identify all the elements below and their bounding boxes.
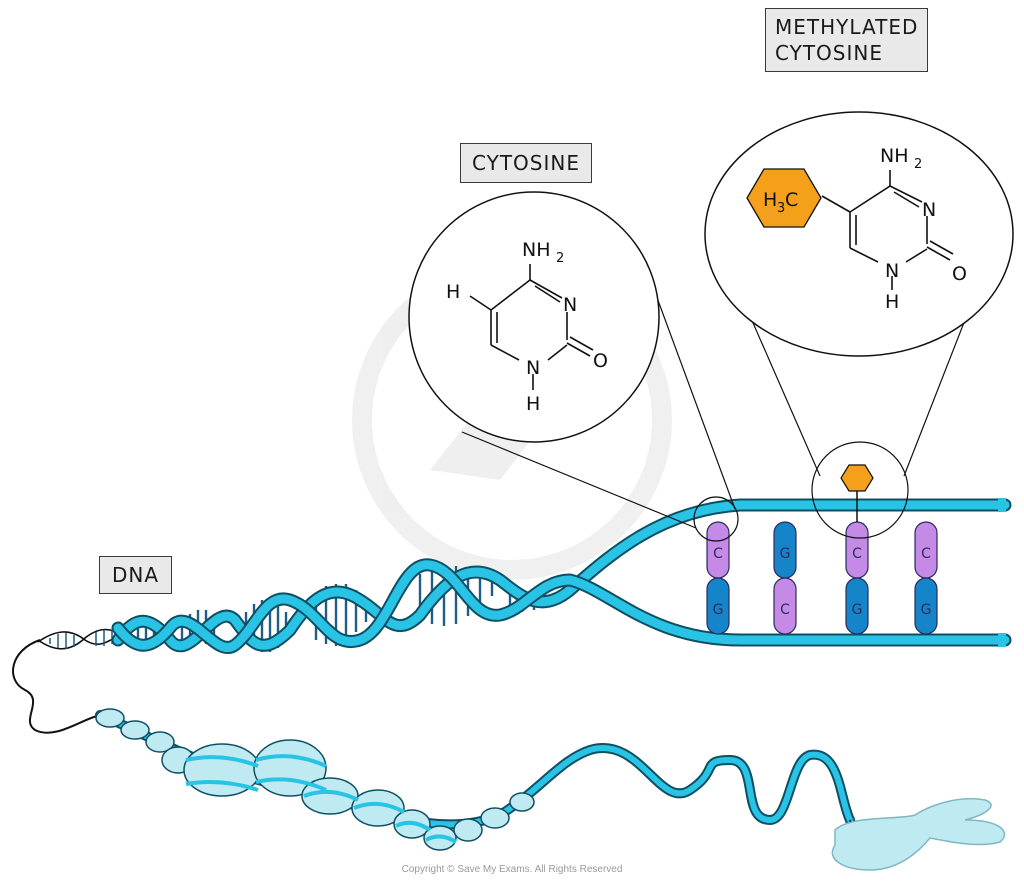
base-pairs: C G G C C G C G	[706, 521, 938, 635]
cytosine-nh2-sub: 2	[556, 251, 564, 266]
cytosine-h-bottom: H	[526, 393, 540, 415]
cytosine-molecule: NH 2 N O N H H	[408, 191, 660, 443]
methyl-h: H	[763, 189, 777, 211]
base-pair-3: C G	[845, 521, 869, 635]
methyl-c: C	[785, 189, 798, 211]
methylated-nh2-sub: 2	[914, 157, 922, 172]
methyl-h-sub: 3	[777, 201, 785, 216]
methylated-oxygen: O	[952, 263, 967, 285]
nucleosome-wraps	[185, 754, 458, 844]
cytosine-oxygen: O	[593, 350, 608, 372]
base-label: C	[921, 546, 931, 562]
base-label: C	[713, 546, 723, 562]
base-label: G	[780, 546, 791, 562]
methylated-cytosine-label: METHYLATED CYTOSINE	[765, 8, 929, 72]
methylated-nh: N	[885, 260, 899, 282]
chromatin-fiber	[12, 639, 891, 865]
base-label: C	[780, 602, 790, 618]
cytosine-label: CYTOSINE	[460, 143, 592, 183]
base-label: G	[921, 602, 932, 618]
methylated-ring-n: N	[922, 199, 936, 221]
cytosine-nh2: NH	[522, 239, 551, 261]
base-pair-4: C G	[914, 521, 938, 635]
base-pair-2: G C	[773, 521, 797, 635]
base-label: C	[852, 546, 862, 562]
methyl-marker	[840, 464, 874, 522]
nucleosomes	[95, 708, 535, 851]
methylated-cytosine-molecule: H 3 C NH 2 N O N H	[704, 111, 1014, 357]
cytosine-h-side: H	[446, 281, 460, 303]
methylated-h-bottom: H	[885, 291, 899, 313]
dna-label: DNA	[99, 556, 173, 594]
base-pair-1: C G	[706, 521, 730, 635]
cytosine-nh: N	[526, 357, 540, 379]
base-label: G	[852, 602, 863, 618]
base-label: G	[713, 602, 724, 618]
methylated-nh2: NH	[880, 145, 909, 167]
cytosine-ring-n: N	[563, 294, 577, 316]
dna-double-helix	[111, 498, 1012, 654]
chromosome	[831, 797, 1006, 871]
copyright-notice: Copyright © Save My Exams. All Rights Re…	[401, 864, 623, 875]
